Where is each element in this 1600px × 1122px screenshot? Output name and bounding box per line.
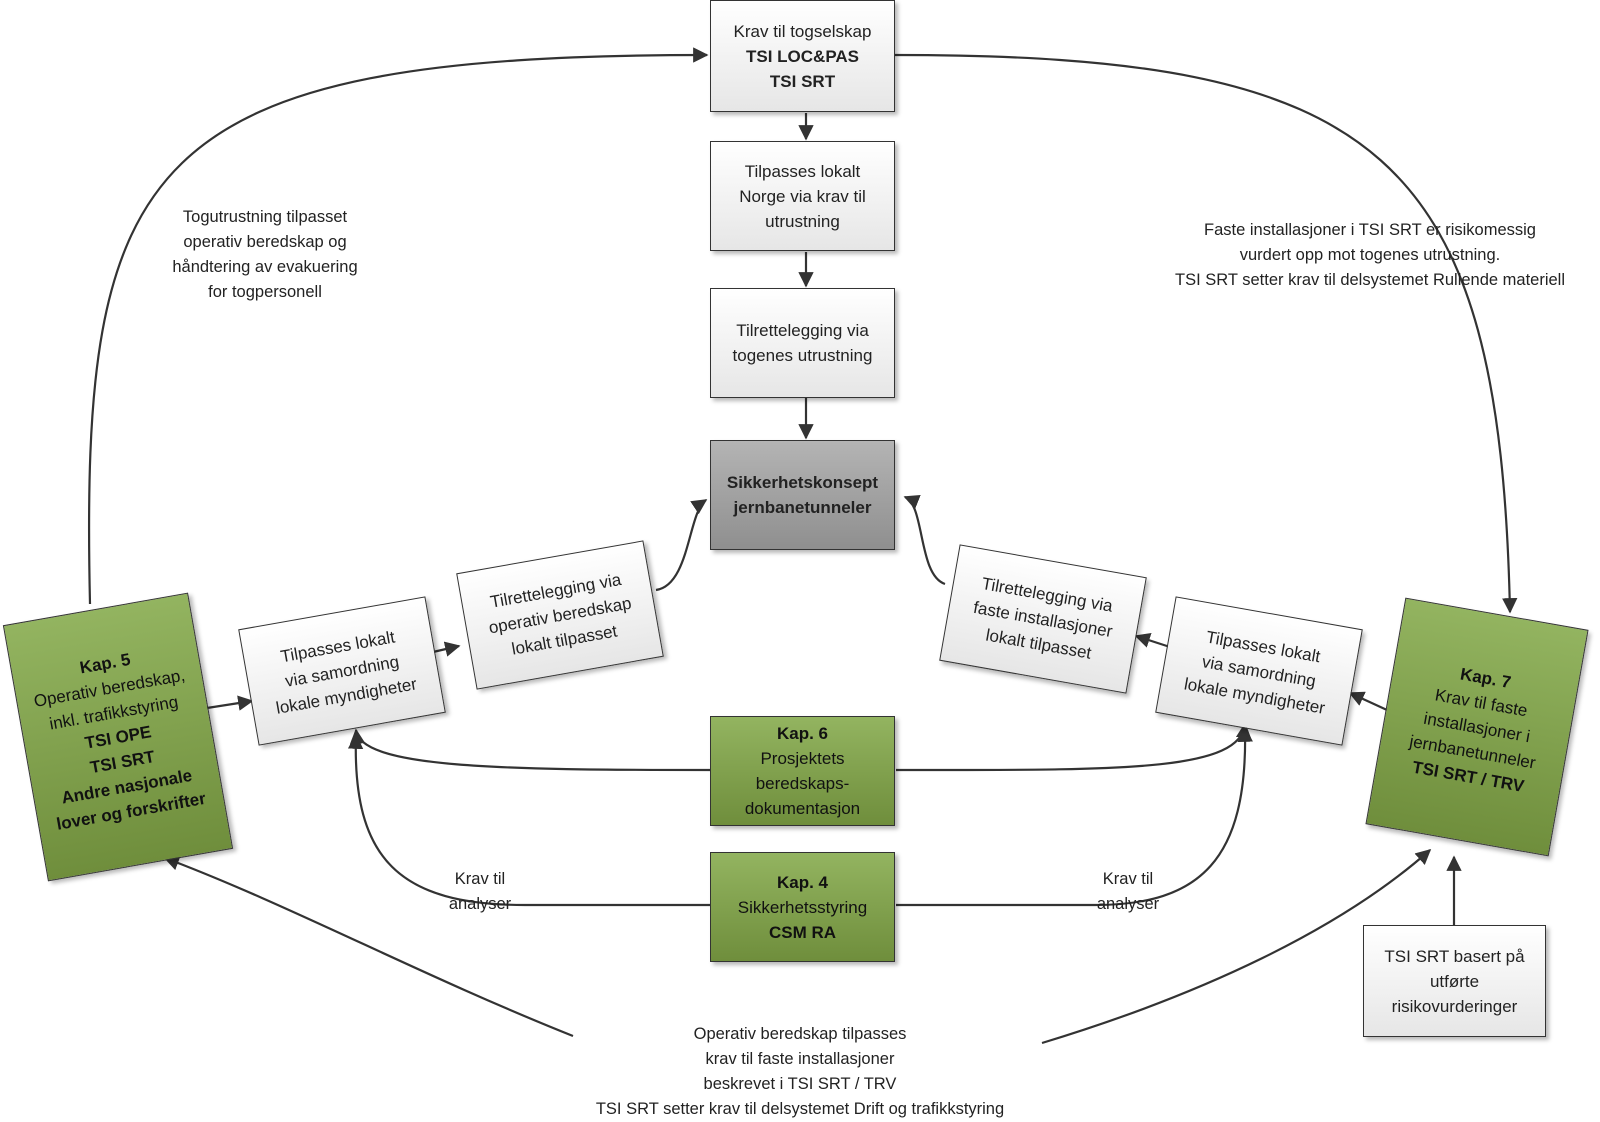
label-bottom-line1: Operativ beredskap tilpasses [693,1025,907,1043]
arrow-kap6-to-left-adapt [349,728,711,772]
adapt-line2: Norge via krav til [739,186,866,206]
label-faste-installasjoner: Faste installasjoner i TSI SRT er risiko… [1150,218,1590,293]
label-krav-analyser-right: Krav til analyser [1078,867,1178,917]
label-right-top-line2: vurdert opp mot togenes utrustning. [1239,246,1501,264]
tsi-basis-line2: utførte [1429,971,1480,991]
kap4-line1: Kap. 4 [776,872,829,892]
box-kap4: Kap. 4 Sikkerhetsstyring CSM RA [710,852,895,962]
arrow-bottom-to-kap7 [1041,848,1432,1045]
tsi-basis-line3: risikovurderinger [1391,996,1518,1016]
arrow-top-to-kap7 [894,53,1518,614]
facilitate-train-line2: togenes utrustning [732,346,873,365]
center-line1: Sikkerhetskonsept [726,473,879,492]
center-line2: jernbanetunneler [733,498,872,517]
box-kap7: Kap. 7 Krav til faste installasjoner i j… [1365,597,1589,857]
label-operativ-beredskap-bottom: Operativ beredskap tilpasses krav til fa… [520,1022,1080,1122]
arrow-kap5-to-top [87,47,709,605]
kap6-line3: beredskaps- [755,774,850,793]
label-togutrustning: Togutrustning tilpasset operativ beredsk… [140,205,390,305]
arrow-kap4-to-left-adapt [347,733,710,907]
label-krav-right-line2: analyser [1096,895,1160,913]
box-sikkerhetskonsept: Sikkerhetskonsept jernbanetunneler [710,440,895,550]
label-right-top-line3: TSI SRT setter krav til delsystemet Rull… [1174,271,1566,289]
adapt-line3: utrustning [765,211,840,231]
top-line2: TSI LOC&PAS [745,46,860,66]
label-bottom-line3: beskrevet i TSI SRT / TRV [703,1075,897,1093]
box-kap6: Kap. 6 Prosjektets beredskaps- dokumenta… [710,716,895,826]
arrow-left-adapt-to-left-facilitate [432,641,461,657]
label-bottom-line4: TSI SRT setter krav til delsystemet Drif… [595,1100,1005,1118]
label-right-top-line1: Faste installasjoner i TSI SRT er risiko… [1204,221,1536,239]
arrow-left-facilitate-to-center [655,499,708,592]
kap6-line4: dokumentasjon [744,799,861,818]
label-left-top-line3: håndtering av evakuering [172,258,358,276]
adapt-line1: Tilpasses lokalt [744,161,861,181]
kap6-line1: Kap. 6 [776,724,829,743]
label-left-top-line1: Togutrustning tilpasset [182,208,348,226]
label-left-top-line2: operativ beredskap og [183,233,347,251]
kap4-line2: Sikkerhetsstyring [737,897,868,917]
label-krav-analyser-left: Krav til analyser [430,867,530,917]
arrow-kap7-to-right-adapt [1348,691,1388,711]
arrow-right-adapt-to-right-facilitate [1134,632,1171,649]
arrow-right-facilitate-to-center [903,495,946,586]
label-left-top-line4: for togpersonell [208,283,322,301]
label-krav-right-line1: Krav til [1102,870,1154,888]
top-line3: TSI SRT [769,71,836,91]
box-tilrettelegging-togenes-utrustning: Tilrettelegging via togenes utrustning [710,288,895,398]
label-krav-left-line1: Krav til [454,870,506,888]
tsi-basis-line1: TSI SRT basert på [1384,946,1525,966]
label-krav-left-line2: analyser [448,895,512,913]
arrow-kap6-to-right-adapt [895,722,1252,772]
facilitate-train-line1: Tilrettelegging via [736,321,869,340]
box-krav-togselskap: Krav til togselskap TSI LOC&PAS TSI SRT [710,0,895,112]
box-tsi-srt-basert: TSI SRT basert på utførte risikovurderin… [1363,925,1546,1037]
arrow-kap4-to-right-adapt [896,726,1254,907]
arrow-bottom-to-kap5 [163,855,574,1038]
label-bottom-line2: krav til faste installasjoner [705,1050,895,1068]
top-line1: Krav til togselskap [733,21,872,41]
arrow-kap5-to-left-adapt [206,695,254,711]
box-tilpasses-lokalt-norge: Tilpasses lokalt Norge via krav til utru… [710,141,895,251]
kap4-line3: CSM RA [768,922,837,942]
kap6-line2: Prosjektets [760,749,845,768]
